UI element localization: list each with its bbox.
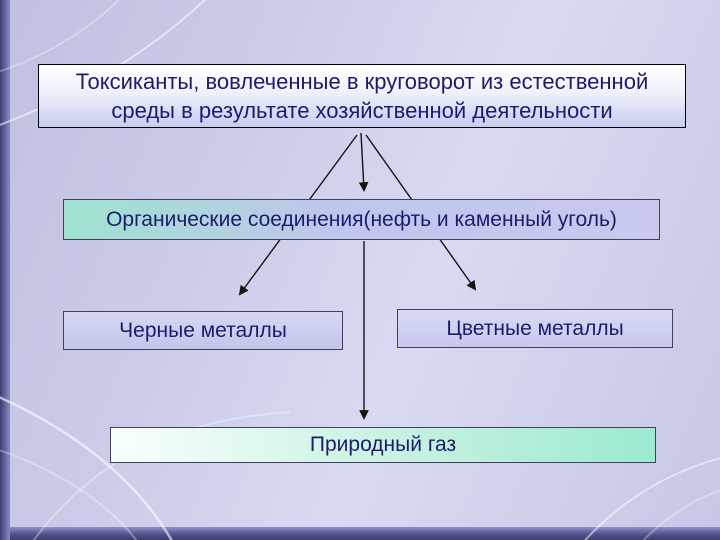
nonferrous-metals-label: Цветные металлы (446, 316, 624, 340)
natural-gas-label: Природный газ (309, 433, 457, 456)
title-text: Токсиканты, вовлеченные в круговорот из … (76, 67, 648, 125)
title-box: Токсиканты, вовлеченные в круговорот из … (38, 64, 686, 128)
swoosh-bottom-left-1 (0, 396, 173, 540)
arrow-title-to-organic (358, 132, 369, 192)
organic-compounds-label: Органические соединения(нефть и каменный… (106, 207, 617, 231)
ferrous-metals-label: Черные металлы (119, 318, 287, 342)
title-line-1: Токсиканты, вовлеченные в круговорот из … (75, 69, 649, 94)
ferrous-metals-box: Черные металлы (63, 311, 343, 350)
title-line-2: среды в результате хозяйственной деятель… (111, 98, 613, 123)
left-accent-bar (0, 0, 10, 540)
bottom-accent-bar (0, 527, 720, 540)
organic-compounds-box: Органические соединения(нефть и каменный… (63, 199, 660, 240)
natural-gas-box: Природный газ (110, 427, 656, 463)
nonferrous-metals-box: Цветные металлы (397, 309, 673, 348)
